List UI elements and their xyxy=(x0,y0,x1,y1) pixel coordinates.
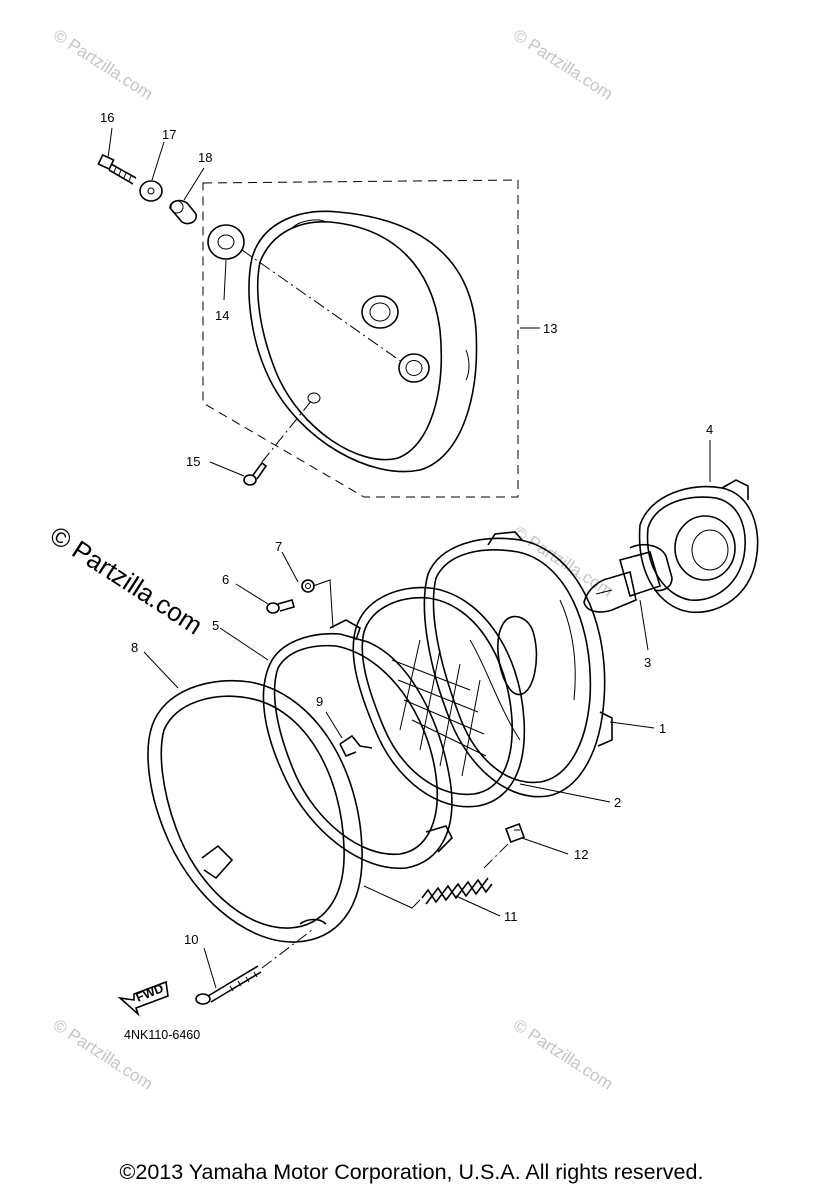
lens-pattern xyxy=(391,639,487,777)
part-12-nut xyxy=(505,823,525,843)
watermark-large: © Partzilla.com xyxy=(45,520,208,641)
centerline-10 xyxy=(261,929,313,969)
part-5-case xyxy=(262,619,453,869)
watermark-top-right: © Partzilla.com xyxy=(510,25,616,103)
part-2-lens xyxy=(352,586,526,808)
part-6-screw xyxy=(266,599,295,614)
callout-4: 4 xyxy=(706,422,713,437)
callout-2: 2 xyxy=(614,795,621,810)
callout-12: 12 xyxy=(574,847,588,862)
callout-15: 15 xyxy=(186,454,200,469)
part-4-socket-cover xyxy=(638,479,759,614)
centerline-14 xyxy=(241,249,403,363)
callout-labels: 16 17 18 14 13 15 4 7 6 5 8 9 3 1 2 12 1… xyxy=(100,110,713,947)
callout-6: 6 xyxy=(222,572,229,587)
part-1-headlight-unit xyxy=(423,531,613,798)
watermark-middle-right: © Partzilla.com xyxy=(510,522,616,600)
part-8-rim xyxy=(147,679,363,943)
leader-7-bracket xyxy=(312,579,334,629)
part-18-collar xyxy=(169,199,198,225)
callout-16: 16 xyxy=(100,110,114,125)
callout-13: 13 xyxy=(543,321,557,336)
callout-3: 3 xyxy=(644,655,651,670)
watermarks: © Partzilla.com © Partzilla.com © Partzi… xyxy=(45,25,617,1093)
part-13-headlight-housing xyxy=(248,210,478,473)
part-16-bolt xyxy=(97,153,137,185)
part-15-screw xyxy=(243,461,268,486)
callout-10: 10 xyxy=(184,932,198,947)
callout-18: 18 xyxy=(198,150,212,165)
copyright-notice: ©2013 Yamaha Motor Corporation, U.S.A. A… xyxy=(119,1160,704,1184)
callout-17: 17 xyxy=(162,127,176,142)
callout-5: 5 xyxy=(212,618,219,633)
centerline-11 xyxy=(483,841,511,869)
diagram-code: 4NK110-6460 xyxy=(124,1028,200,1042)
callout-1: 1 xyxy=(659,721,666,736)
watermark-bottom-right: © Partzilla.com xyxy=(510,1015,616,1093)
fwd-arrow: FWD xyxy=(117,980,169,1017)
watermark-top-left: © Partzilla.com xyxy=(50,25,156,103)
callout-8: 8 xyxy=(131,640,138,655)
part-17-washer xyxy=(139,180,163,202)
centerline-15 xyxy=(261,399,313,463)
part-9-clip xyxy=(339,734,373,758)
callout-11: 11 xyxy=(504,909,518,924)
part-14-grommet xyxy=(207,224,245,260)
leader-11-bracket xyxy=(363,885,421,909)
housing-assembly-boundary xyxy=(202,179,519,498)
leader-lines xyxy=(107,127,711,989)
part-7-nut xyxy=(301,579,315,593)
callout-9: 9 xyxy=(316,694,323,709)
part-10-screw xyxy=(195,965,262,1005)
callout-7: 7 xyxy=(275,539,282,554)
part-3-bulb xyxy=(583,543,673,613)
part-11-spring xyxy=(421,877,493,905)
fwd-label: FWD xyxy=(134,981,166,1005)
callout-14: 14 xyxy=(215,308,229,323)
